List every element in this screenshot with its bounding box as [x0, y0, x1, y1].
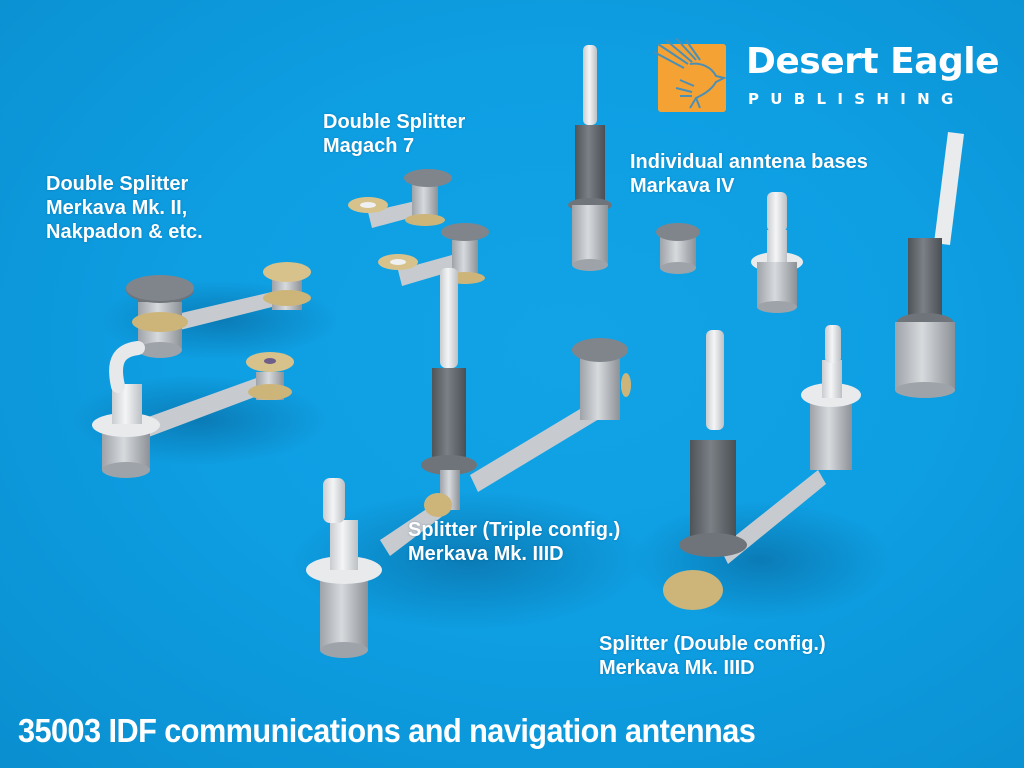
label-splitter-triple: Splitter (Triple config.) Merkava Mk. II…	[408, 518, 620, 566]
logo-brand-name: Desert Eagle	[746, 41, 1000, 82]
product-title: 35003 IDF communications and navigation …	[18, 712, 756, 749]
double-splitter-magach-part-lower	[378, 223, 489, 286]
double-splitter-mk2-part-upper	[100, 262, 340, 360]
label-line: Splitter (Triple config.)	[408, 519, 621, 541]
label-line: Merkava Mk. II,	[46, 197, 188, 219]
label-splitter-double: Splitter (Double config.) Merkava Mk. II…	[599, 632, 826, 680]
label-line: Markava IV	[630, 175, 735, 197]
label-line: Double Splitter	[46, 173, 189, 195]
label-line: Double Splitter	[323, 111, 466, 133]
individual-base-tall-right	[895, 132, 964, 398]
eagle-icon	[653, 38, 727, 109]
individual-base-short-dark	[656, 223, 700, 274]
desert-eagle-logo: Desert Eagle PUBLISHING	[650, 38, 1000, 116]
double-splitter-mk2-part-lower	[70, 341, 330, 478]
logo-brand-sub: PUBLISHING	[748, 90, 965, 108]
label-line: Merkava Mk. IIID	[599, 657, 755, 679]
double-splitter-magach-part-upper	[348, 169, 452, 228]
label-line: Merkava Mk. IIID	[408, 543, 564, 565]
label-double-splitter-mk2: Double Splitter Merkava Mk. II, Nakpadon…	[46, 172, 203, 244]
individual-base-ribbed	[751, 192, 803, 313]
label-line: Individual anntena bases	[630, 151, 868, 173]
label-line: Magach 7	[323, 135, 415, 157]
label-line: Nakpadon & etc.	[46, 221, 203, 243]
splitter-double-part	[630, 325, 890, 620]
individual-base-tall-left	[568, 45, 612, 271]
label-double-splitter-magach: Double Splitter Magach 7	[323, 110, 465, 158]
label-line: Splitter (Double config.)	[599, 633, 826, 655]
label-individual-bases: Individual anntena bases Markava IV	[630, 150, 868, 198]
splitter-triple-part	[290, 268, 650, 658]
